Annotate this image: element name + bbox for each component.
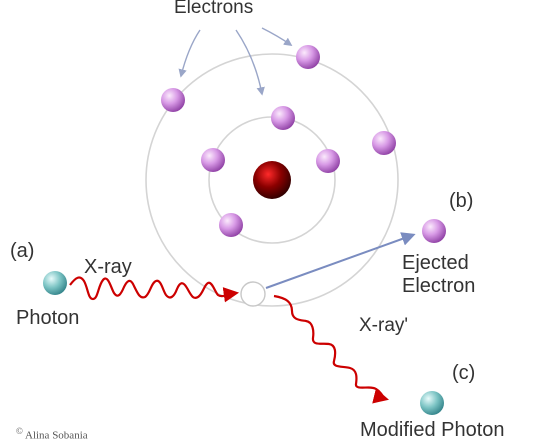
copyright-symbol: © [16, 426, 23, 436]
collision-site [240, 281, 266, 307]
ejected-label-line1: Ejected [402, 252, 469, 274]
electron [161, 88, 185, 112]
incident-photon [43, 271, 67, 295]
ejected-electron-path [265, 232, 416, 289]
xray-incoming-wave [69, 276, 240, 303]
marker-c: (c) [452, 362, 476, 384]
xray-incoming-label: X-ray [84, 256, 132, 278]
marker-b: (b) [449, 190, 474, 212]
electrons-pointer-arrow [178, 29, 201, 78]
modified-photon [420, 391, 444, 415]
electron [296, 45, 320, 69]
electrons-pointer-arrow [235, 29, 265, 96]
ejected-electron [422, 219, 446, 243]
xray-scattered-label: X-ray' [359, 315, 409, 336]
xray-scattered-wave [273, 294, 389, 404]
electron [316, 149, 340, 173]
modified-photon-label: Modified Photon [360, 419, 505, 441]
electron [271, 106, 295, 130]
electron [201, 148, 225, 172]
electrons-pointer-arrow [261, 27, 293, 46]
electron [372, 131, 396, 155]
electrons-label: Electrons [174, 0, 254, 18]
nucleus [253, 161, 291, 199]
ejected-label-line2: Electron [402, 275, 476, 297]
credit: © Alina Sobania [16, 426, 88, 442]
electron [219, 213, 243, 237]
outer-orbit [145, 53, 399, 307]
photon-label: Photon [16, 307, 80, 329]
credit-name: Alina Sobania [25, 429, 88, 442]
marker-a: (a) [10, 240, 35, 262]
